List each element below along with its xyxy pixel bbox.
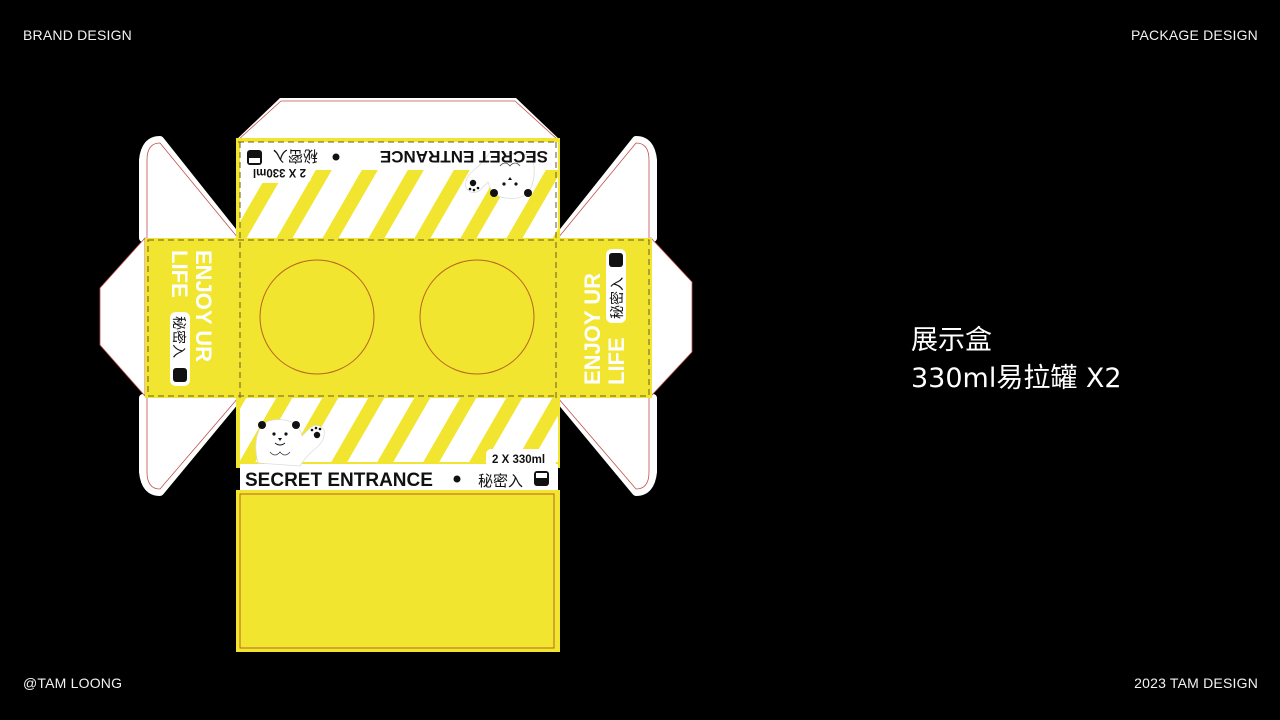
volume-label-top: 2 X 330ml xyxy=(253,166,306,178)
svg-text:ENJOY UR: ENJOY UR xyxy=(191,250,216,362)
footer-author: @TAM LOONG xyxy=(23,675,123,691)
brand-name-cn-bottom: 秘密入 xyxy=(478,472,523,490)
right-side-flap xyxy=(554,136,693,496)
right-side-slogan: ENJOY UR LIFE 秘密入 xyxy=(580,249,629,385)
can-cutout-circle-left xyxy=(259,259,375,375)
product-caption: 展示盒 330ml易拉罐 X2 xyxy=(911,322,1122,398)
left-side-flap xyxy=(99,136,242,496)
footer-year-studio: 2023 TAM DESIGN xyxy=(1134,675,1258,691)
back-panel xyxy=(236,490,560,652)
brand-name-en-bottom: SECRET ENTRANCE xyxy=(245,470,433,491)
caption-title: 展示盒 xyxy=(911,325,992,356)
caption-subtitle: 330ml易拉罐 X2 xyxy=(911,363,1122,394)
bear-mascot-icon xyxy=(255,419,325,467)
bullet-dot-icon xyxy=(453,475,461,483)
brand-name-en-top: SECRET ENTRANCE xyxy=(380,147,548,166)
top-front-panel xyxy=(236,138,560,240)
volume-label-bottom: 2 X 330ml xyxy=(492,454,545,466)
header-brand-design: BRAND DESIGN xyxy=(23,27,132,43)
can-cutout-circle-right xyxy=(419,259,535,375)
svg-text:LIFE: LIFE xyxy=(604,337,629,385)
brand-name-cn-top: 秘密入 xyxy=(273,147,318,165)
left-side-slogan: ENJOY UR LIFE 秘密入 xyxy=(167,250,216,386)
svg-text:ENJOY UR: ENJOY UR xyxy=(580,273,605,385)
bear-mascot-icon-upside-down xyxy=(465,151,535,199)
paw-icon xyxy=(310,426,322,439)
header-package-design: PACKAGE DESIGN xyxy=(1130,27,1258,43)
base-panel xyxy=(236,142,560,466)
svg-text:秘密入: 秘密入 xyxy=(170,316,187,358)
svg-text:秘密入: 秘密入 xyxy=(609,277,626,319)
svg-text:LIFE: LIFE xyxy=(167,250,192,298)
